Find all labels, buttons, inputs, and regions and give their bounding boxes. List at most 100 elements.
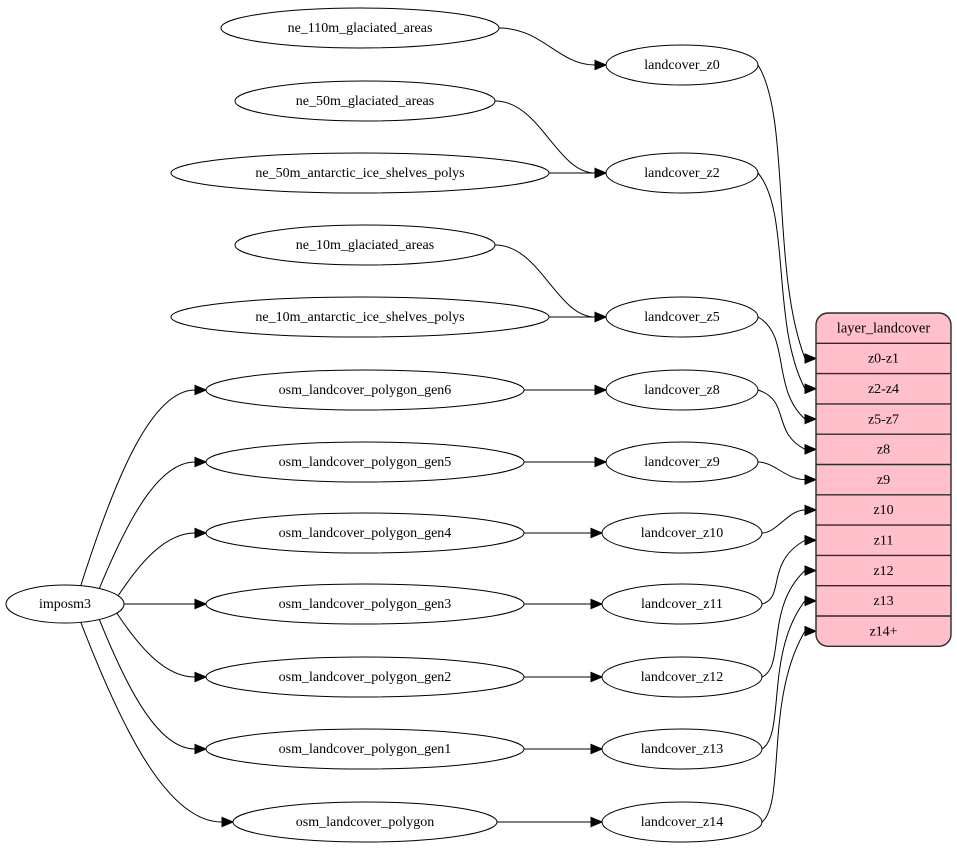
node-landcover_z11[interactable]: landcover_z11 bbox=[601, 583, 763, 625]
table-row-z9[interactable]: z9 bbox=[816, 463, 951, 488]
node-label-ne_10m_antarctic_ice_shelves_polys: ne_10m_antarctic_ice_shelves_polys bbox=[255, 310, 464, 325]
table-row-z11[interactable]: z11 bbox=[816, 524, 951, 548]
layer-landcover-table: layer_landcover z0-z1 z2-z4 z5-z7 z8 z9 z10 z11… bbox=[815, 312, 952, 647]
edge-landcover_z8-to-table-row-z8-line bbox=[757, 389, 806, 450]
node-label-ne_110m_glaciated_areas: ne_110m_glaciated_areas bbox=[288, 21, 433, 36]
node-osm_landcover_polygon_gen2[interactable]: osm_landcover_polygon_gen2 bbox=[205, 656, 525, 698]
edge-imposm3-to-osm_landcover_polygon_gen2 bbox=[116, 612, 208, 683]
node-shape-landcover_z9 bbox=[605, 441, 759, 483]
edge-ne110m-to-z0 bbox=[498, 27, 608, 71]
node-osm_landcover_polygon[interactable]: osm_landcover_polygon bbox=[232, 801, 498, 843]
node-shape-landcover_z14 bbox=[601, 801, 763, 843]
node-ne_50m_antarctic_ice_shelves_polys[interactable]: ne_50m_antarctic_ice_shelves_polys bbox=[170, 152, 550, 194]
edge-landcover_z11-to-table-row-z11-arrowhead bbox=[804, 534, 818, 546]
edge-landcover_z10-to-table-row-z10 bbox=[761, 504, 818, 534]
node-label-landcover_z0: landcover_z0 bbox=[644, 58, 719, 73]
node-shape-landcover_z5 bbox=[605, 296, 759, 338]
edge-landcover_z8-to-table-row-z8 bbox=[757, 389, 818, 455]
node-ne_10m_glaciated_areas[interactable]: ne_10m_glaciated_areas bbox=[234, 224, 496, 266]
edge-osm_landcover_polygon_gen3-to-landcover_z11-arrowhead bbox=[590, 598, 604, 610]
node-osm_landcover_polygon_gen1[interactable]: osm_landcover_polygon_gen1 bbox=[205, 728, 525, 770]
edge-landcover_z9-to-table-row-z9 bbox=[757, 461, 818, 486]
table-row-label-z0-z1: z0-z1 bbox=[868, 352, 899, 367]
edge-landcover_z13-to-table-row-z13-arrowhead bbox=[804, 595, 818, 607]
table-row-label-z13: z13 bbox=[873, 594, 893, 609]
edge-landcover_z8-to-table-row-z8-arrowhead bbox=[804, 443, 818, 455]
node-shape-osm_landcover_polygon_gen1 bbox=[205, 728, 525, 770]
table-row-label-z2-z4: z2-z4 bbox=[868, 382, 899, 397]
edge-imposm3-to-osm_landcover_polygon_gen4 bbox=[117, 527, 208, 597]
table-row-z0-z1[interactable]: z0-z1 bbox=[816, 342, 951, 367]
node-shape-landcover_z12 bbox=[601, 656, 763, 698]
node-ne_10m_antarctic_ice_shelves_polys[interactable]: ne_10m_antarctic_ice_shelves_polys bbox=[170, 296, 550, 338]
node-label-landcover_z11: landcover_z11 bbox=[641, 597, 723, 612]
table-row-label-z10: z10 bbox=[873, 503, 893, 518]
edge-landcover_z11-to-table-row-z11 bbox=[761, 534, 818, 605]
edge-imposm3-to-osm_landcover_polygon_gen4-line bbox=[117, 532, 196, 597]
node-osm_landcover_polygon_gen6[interactable]: osm_landcover_polygon_gen6 bbox=[205, 369, 525, 411]
edge-imposm3-to-osm_landcover_polygon_gen3 bbox=[124, 598, 208, 610]
edge-osm_landcover_polygon_gen3-to-landcover_z11 bbox=[524, 598, 604, 610]
edge-osm_landcover_polygon-to-landcover_z14-arrowhead bbox=[590, 816, 604, 828]
node-landcover_z9[interactable]: landcover_z9 bbox=[605, 441, 759, 483]
edge-ne50m-glaciated-to-z2-line bbox=[494, 100, 596, 174]
node-label-landcover_z2: landcover_z2 bbox=[644, 166, 719, 181]
edge-landcover_z12-to-table-row-z12 bbox=[761, 565, 818, 678]
node-label-osm_landcover_polygon_gen1: osm_landcover_polygon_gen1 bbox=[279, 742, 452, 757]
node-landcover_z12[interactable]: landcover_z12 bbox=[601, 656, 763, 698]
table-row-z13[interactable]: z13 bbox=[816, 585, 951, 609]
edge-osm_landcover_polygon_gen5-to-landcover_z9 bbox=[524, 456, 608, 468]
node-landcover_z2[interactable]: landcover_z2 bbox=[605, 152, 759, 194]
node-landcover_z14[interactable]: landcover_z14 bbox=[601, 801, 763, 843]
node-label-landcover_z13: landcover_z13 bbox=[641, 742, 723, 757]
edge-osm_landcover_polygon_gen5-to-landcover_z9-arrowhead bbox=[594, 456, 608, 468]
table-row-z5-z7[interactable]: z5-z7 bbox=[816, 403, 951, 427]
node-landcover_z8[interactable]: landcover_z8 bbox=[605, 369, 759, 411]
table-row-z14+[interactable]: z14+ bbox=[816, 615, 951, 639]
table-row-z8[interactable]: z8 bbox=[816, 433, 951, 458]
edge-osm_landcover_polygon-to-landcover_z14 bbox=[496, 816, 604, 828]
edge-osm_landcover_polygon_gen1-to-landcover_z13-arrowhead bbox=[590, 743, 604, 755]
node-shape-osm_landcover_polygon_gen5 bbox=[205, 441, 525, 483]
node-label-ne_10m_glaciated_areas: ne_10m_glaciated_areas bbox=[296, 238, 434, 253]
edge-imposm3-to-osm_landcover_polygon_gen1-arrowhead bbox=[194, 743, 208, 755]
table-row-z12[interactable]: z12 bbox=[816, 554, 951, 579]
node-ne_50m_glaciated_areas[interactable]: ne_50m_glaciated_areas bbox=[234, 80, 496, 122]
node-label-osm_landcover_polygon_gen4: osm_landcover_polygon_gen4 bbox=[279, 526, 452, 541]
table-row-z2-z4[interactable]: z2-z4 bbox=[816, 372, 951, 397]
edge-osm_landcover_polygon_gen6-to-landcover_z8-arrowhead bbox=[594, 384, 608, 396]
node-landcover_z13[interactable]: landcover_z13 bbox=[601, 728, 763, 770]
table-row-z10[interactable]: z10 bbox=[816, 494, 951, 518]
table-row-label-z14+: z14+ bbox=[869, 624, 897, 639]
edges-layer bbox=[80, 27, 818, 828]
edge-imposm3-to-osm_landcover_polygon_gen3-arrowhead bbox=[194, 598, 208, 610]
node-label-osm_landcover_polygon_gen3: osm_landcover_polygon_gen3 bbox=[279, 597, 452, 612]
edge-ne50m-antarctic-to-z2 bbox=[549, 167, 608, 179]
node-imposm3[interactable]: imposm3 bbox=[5, 584, 125, 624]
node-ne_110m_glaciated_areas[interactable]: ne_110m_glaciated_areas bbox=[220, 7, 500, 49]
nodes-layer: ne_110m_glaciated_areas ne_50m_glaciated_… bbox=[5, 7, 763, 843]
node-shape-osm_landcover_polygon_gen3 bbox=[205, 583, 525, 625]
edge-ne10m-glaciated-to-z5-line bbox=[494, 244, 596, 318]
node-landcover_z0[interactable]: landcover_z0 bbox=[605, 44, 759, 86]
table-header-row: layer_landcover bbox=[837, 320, 931, 336]
edge-imposm3-to-osm_landcover_polygon_gen2-line bbox=[116, 612, 196, 678]
edge-landcover_z0-to-table-row-z0-z1-arrowhead bbox=[804, 353, 818, 364]
edge-imposm3-to-osm_landcover_polygon_gen4-arrowhead bbox=[194, 527, 208, 539]
node-label-landcover_z14: landcover_z14 bbox=[641, 815, 723, 830]
node-label-ne_50m_antarctic_ice_shelves_polys: ne_50m_antarctic_ice_shelves_polys bbox=[255, 166, 464, 181]
node-osm_landcover_polygon_gen5[interactable]: osm_landcover_polygon_gen5 bbox=[205, 441, 525, 483]
edge-imposm3-to-osm_landcover_polygon_gen2-arrowhead bbox=[194, 671, 208, 683]
edge-imposm3-to-osm_landcover_polygon_gen1 bbox=[98, 619, 208, 755]
node-osm_landcover_polygon_gen3[interactable]: osm_landcover_polygon_gen3 bbox=[205, 583, 525, 625]
edge-osm_landcover_polygon_gen1-to-landcover_z13 bbox=[523, 743, 604, 755]
node-landcover_z10[interactable]: landcover_z10 bbox=[601, 512, 763, 554]
edge-landcover_z12-to-table-row-z12-line bbox=[761, 570, 806, 678]
node-shape-landcover_z11 bbox=[601, 583, 763, 625]
edge-ne110m-to-z0-arrowhead bbox=[594, 59, 608, 71]
table-row-label-z5-z7: z5-z7 bbox=[868, 412, 899, 427]
node-shape-ne_10m_glaciated_areas bbox=[234, 224, 496, 266]
node-landcover_z5[interactable]: landcover_z5 bbox=[605, 296, 759, 338]
node-osm_landcover_polygon_gen4[interactable]: osm_landcover_polygon_gen4 bbox=[205, 512, 525, 554]
